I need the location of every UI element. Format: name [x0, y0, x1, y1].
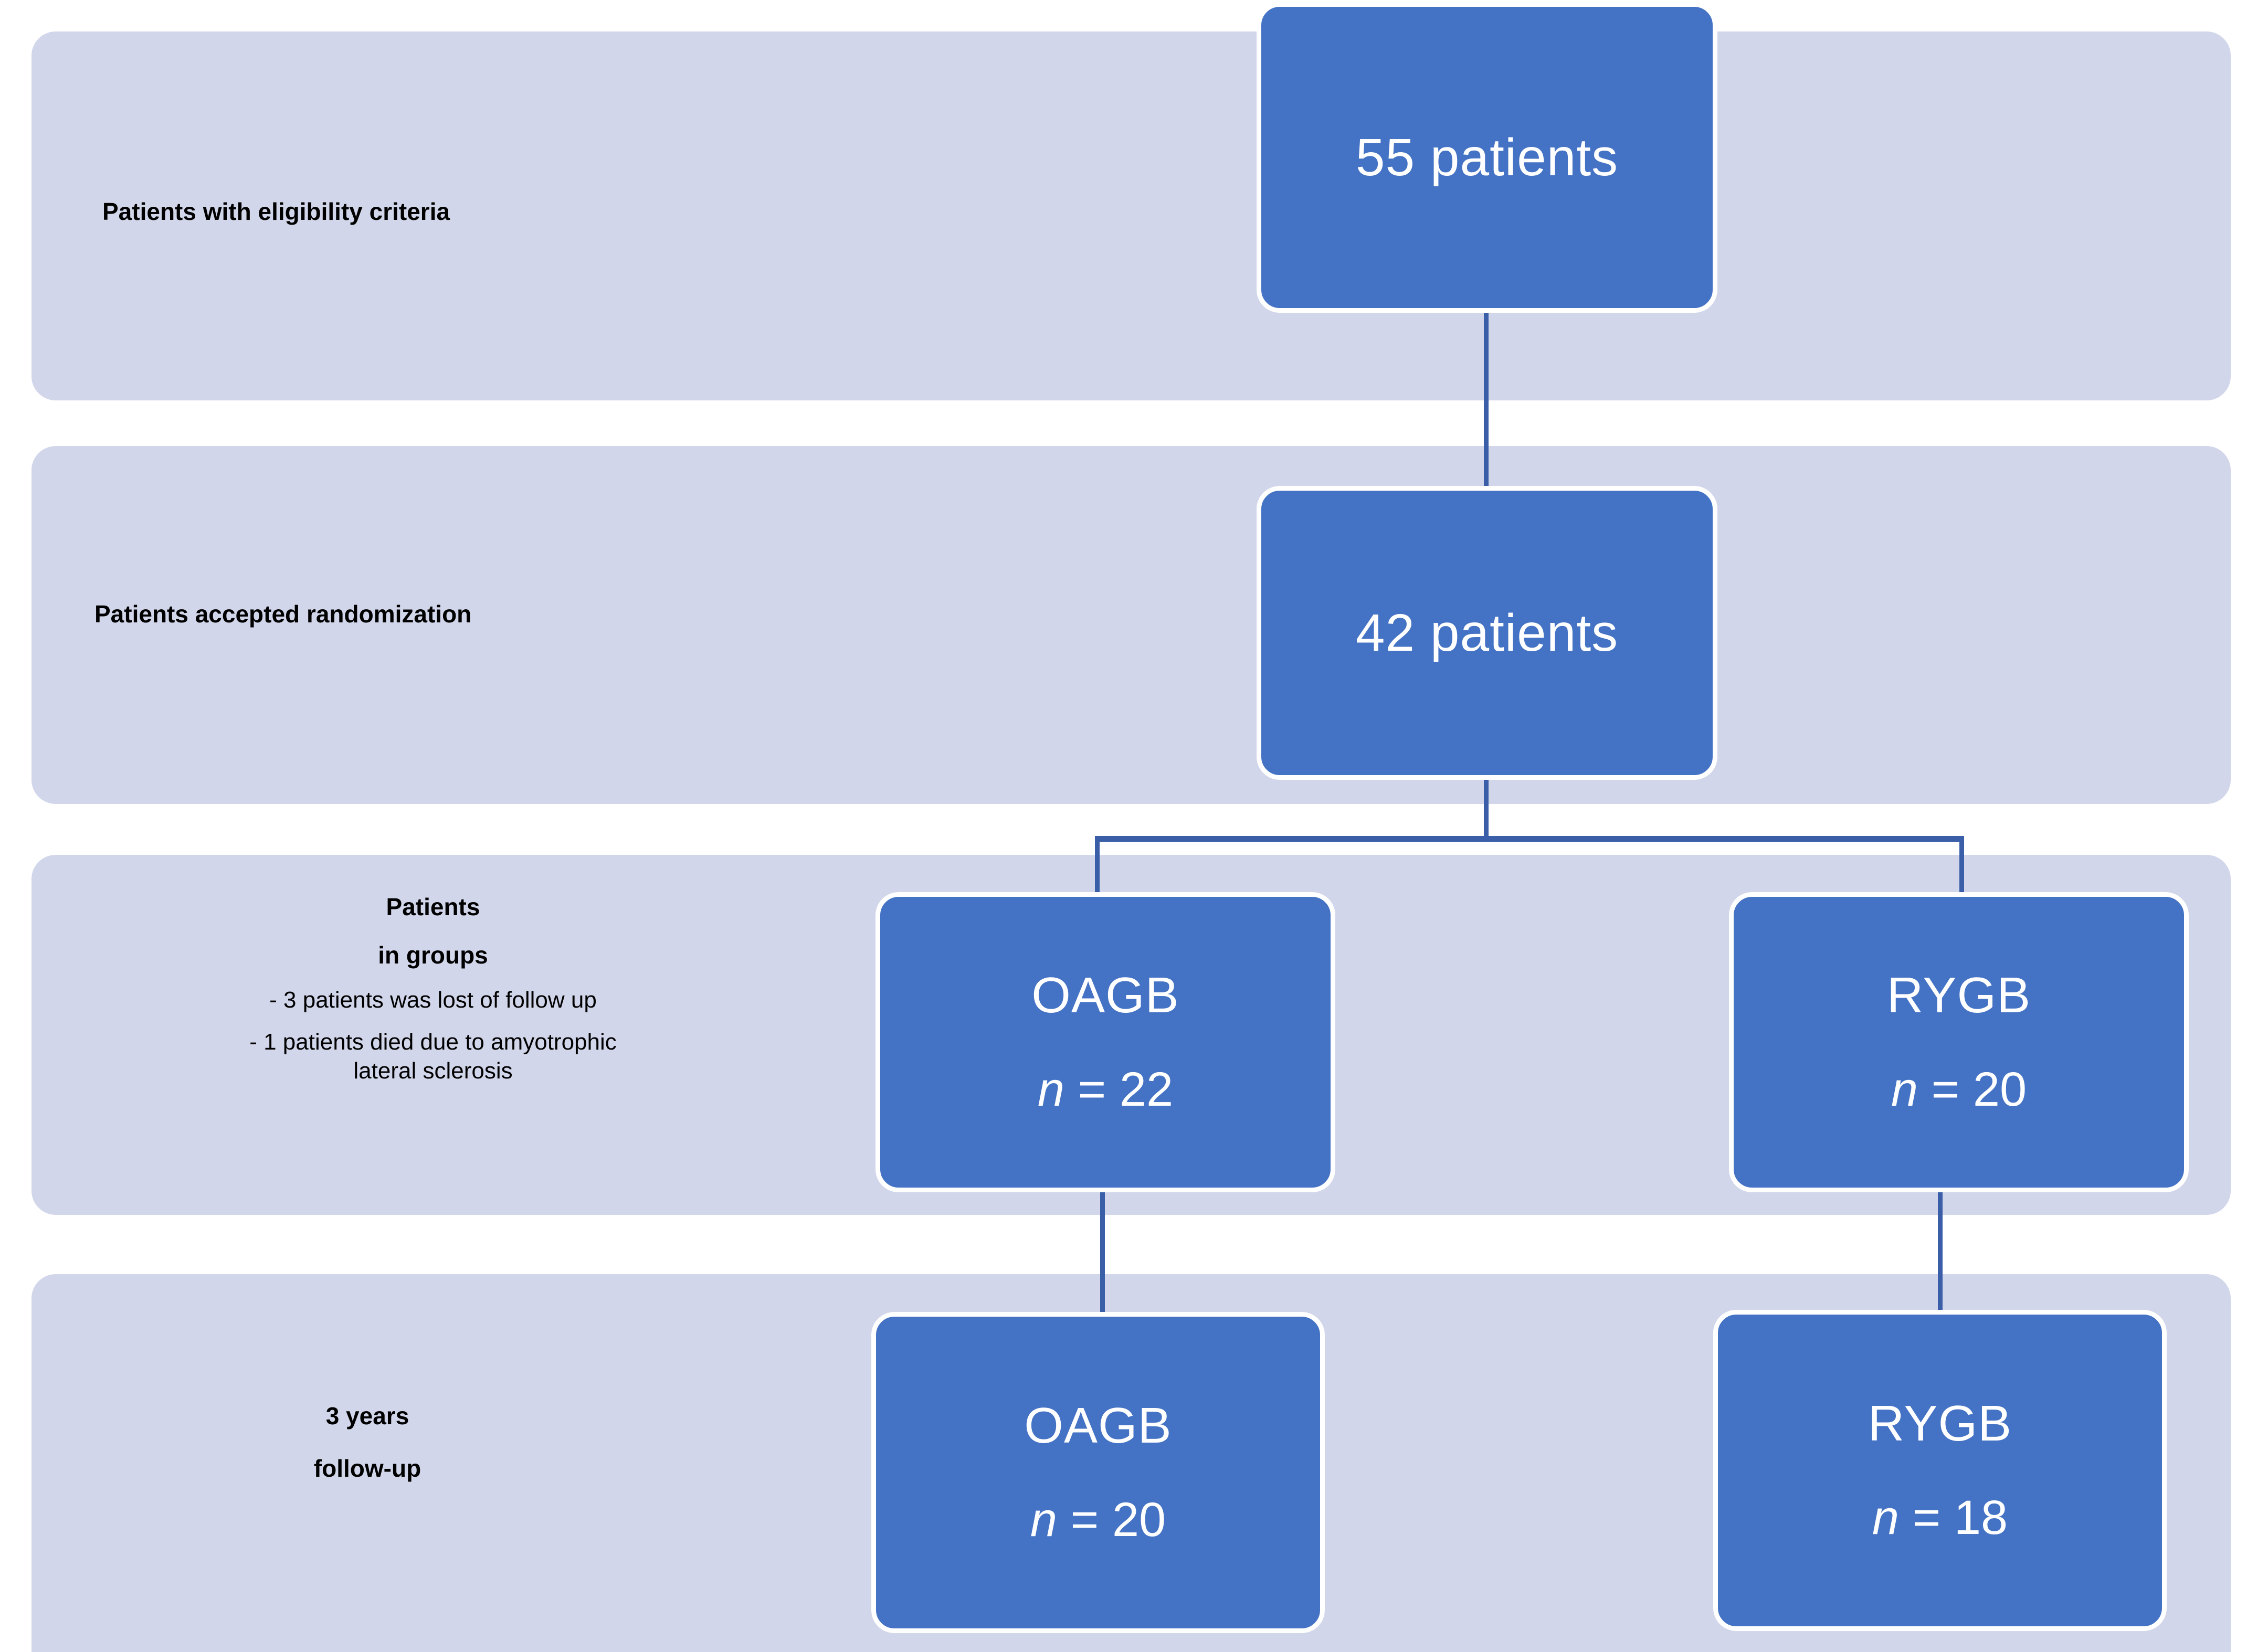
node-oagb-followup-title: OAGB: [1024, 1397, 1172, 1454]
n-equals: =: [1064, 1063, 1120, 1117]
connector-randomized-stem: [1484, 778, 1489, 840]
row-band-eligibility: [31, 31, 2231, 400]
row-label-eligibility: Patients with eligibility criteria: [102, 198, 450, 225]
connector-to-oagb-allocated: [1095, 836, 1100, 895]
node-rygb-followup-count: n = 18: [1872, 1492, 2008, 1543]
node-randomized-text: 42 patients: [1355, 603, 1619, 662]
connector-oagb-to-followup: [1100, 1190, 1105, 1315]
row-label-followup: 3 years follow-up: [79, 1401, 656, 1484]
node-oagb-allocated[interactable]: OAGB n = 22: [875, 892, 1335, 1192]
n-value: 18: [1954, 1491, 2008, 1545]
row-band-randomization: [31, 446, 2231, 804]
connector-to-rygb-allocated: [1959, 836, 1964, 895]
n-equals: =: [1917, 1063, 1973, 1117]
connector-split-bus: [1095, 836, 1964, 842]
node-rygb-followup[interactable]: RYGB n = 18: [1713, 1310, 2167, 1631]
node-oagb-allocated-count: n = 22: [1038, 1064, 1173, 1115]
n-value: 22: [1119, 1063, 1174, 1117]
node-eligible-patients[interactable]: 55 patients: [1257, 2, 1717, 313]
node-oagb-allocated-title: OAGB: [1031, 967, 1179, 1024]
n-symbol: n: [1872, 1491, 1899, 1545]
node-rygb-allocated[interactable]: RYGB n = 20: [1729, 892, 2189, 1192]
n-equals: =: [1898, 1491, 1954, 1545]
row-label-allocation-note1: - 3 patients was lost of follow up: [269, 987, 597, 1013]
row-label-allocation-line1: Patients: [386, 893, 480, 920]
row-label-randomization: Patients accepted randomization: [94, 600, 472, 628]
node-oagb-followup[interactable]: OAGB n = 20: [871, 1312, 1325, 1633]
row-label-allocation-note3: lateral sclerosis: [353, 1058, 513, 1084]
n-equals: =: [1057, 1493, 1112, 1547]
node-oagb-followup-count: n = 20: [1030, 1495, 1166, 1545]
n-symbol: n: [1037, 1063, 1064, 1117]
connector-eligible-to-randomized: [1484, 311, 1489, 489]
n-value: 20: [1112, 1493, 1166, 1547]
node-rygb-allocated-count: n = 20: [1891, 1064, 2027, 1115]
node-rygb-followup-title: RYGB: [1868, 1395, 2012, 1452]
node-randomized-patients[interactable]: 42 patients: [1257, 486, 1717, 780]
node-rygb-allocated-title: RYGB: [1886, 967, 2031, 1024]
n-value: 20: [1972, 1063, 2027, 1117]
n-symbol: n: [1030, 1493, 1057, 1547]
connector-rygb-to-followup: [1938, 1190, 1943, 1312]
row-label-followup-line1: 3 years: [325, 1402, 409, 1429]
row-label-followup-line2: follow-up: [313, 1454, 421, 1482]
n-symbol: n: [1891, 1063, 1918, 1117]
node-eligible-text: 55 patients: [1355, 128, 1619, 187]
row-label-allocation: Patients in groups - 3 patients was lost…: [79, 892, 787, 1085]
row-label-allocation-note2: - 1 patients died due to amyotrophic: [249, 1029, 617, 1055]
row-label-allocation-line2: in groups: [378, 941, 488, 969]
